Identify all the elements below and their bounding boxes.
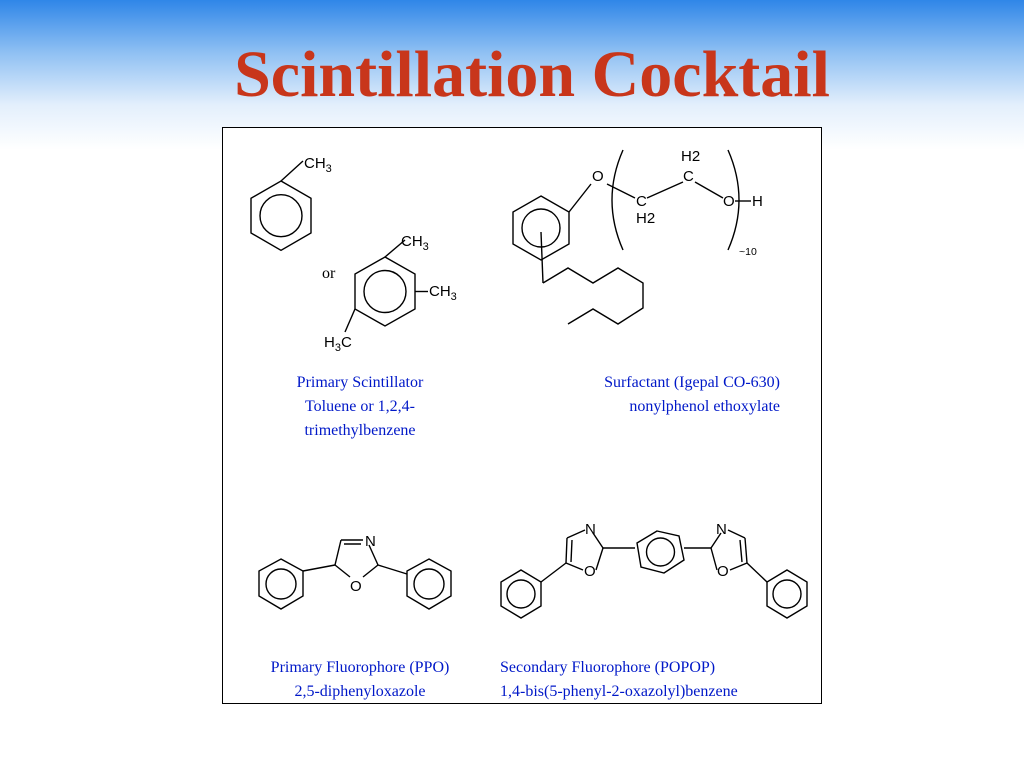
ppo-n-label: N [365, 533, 376, 550]
popop-n-left-label: N [585, 521, 596, 538]
trimethylbenzene-structure [344, 239, 428, 333]
caption-line: Primary Fluorophore (PPO) [270, 659, 450, 676]
structures-panel: CH3 CH3 CH3 H3C or O H2 C C H2 O H ~10 N… [222, 127, 822, 704]
caption-line: nonylphenol ethoxylate [629, 398, 780, 415]
surfactant-h2-top-label: H2 [681, 148, 700, 165]
slide-title: Scintillation Cocktail [234, 38, 830, 111]
popop-o-right-label: O [717, 563, 729, 580]
surfactant-h-label: H [752, 193, 763, 210]
primary-scintillator-caption: Primary Scintillator Toluene or 1,2,4- t… [260, 371, 460, 443]
caption-line: Secondary Fluorophore (POPOP) [500, 659, 716, 676]
caption-line: 2,5-diphenyloxazole [294, 683, 426, 700]
caption-line: Primary Scintillator [296, 374, 424, 391]
caption-line: 1,4-bis(5-phenyl-2-oxazolyl)benzene [500, 683, 738, 700]
surfactant-o-label: O [592, 168, 604, 185]
header-gradient [0, 0, 1024, 150]
popop-n-right-label: N [716, 521, 727, 538]
popop-caption: Secondary Fluorophore (POPOP) 1,4-bis(5-… [500, 656, 800, 704]
caption-line: trimethylbenzene [304, 422, 416, 439]
caption-line: Surfactant (Igepal CO-630) [604, 374, 780, 391]
surfactant-h2-bottom-label: H2 [636, 210, 655, 227]
surfactant-o-terminal-label: O [723, 193, 735, 210]
tmb-ch3-top-label: CH3 [401, 233, 429, 253]
or-text: or [322, 265, 336, 282]
surfactant-c-right-label: C [683, 168, 694, 185]
popop-o-left-label: O [584, 563, 596, 580]
repeat-count-label: ~10 [739, 246, 757, 258]
surfactant-c-left-label: C [636, 193, 647, 210]
ppo-caption: Primary Fluorophore (PPO) 2,5-diphenylox… [240, 656, 480, 704]
popop-structure [500, 529, 808, 619]
structures-drawing: CH3 CH3 CH3 H3C or O H2 C C H2 O H ~10 N… [250, 148, 808, 619]
surfactant-caption: Surfactant (Igepal CO-630) nonylphenol e… [520, 371, 780, 419]
ppo-structure [258, 539, 452, 610]
ppo-o-label: O [350, 578, 362, 595]
caption-line: Toluene or 1,2,4- [305, 398, 415, 415]
toluene-ch3-label: CH3 [304, 155, 332, 175]
surfactant-structure [512, 149, 751, 325]
tmb-ch3-right-label: CH3 [429, 283, 457, 303]
tmb-h3c-label: H3C [324, 334, 352, 354]
toluene-structure [250, 160, 312, 252]
